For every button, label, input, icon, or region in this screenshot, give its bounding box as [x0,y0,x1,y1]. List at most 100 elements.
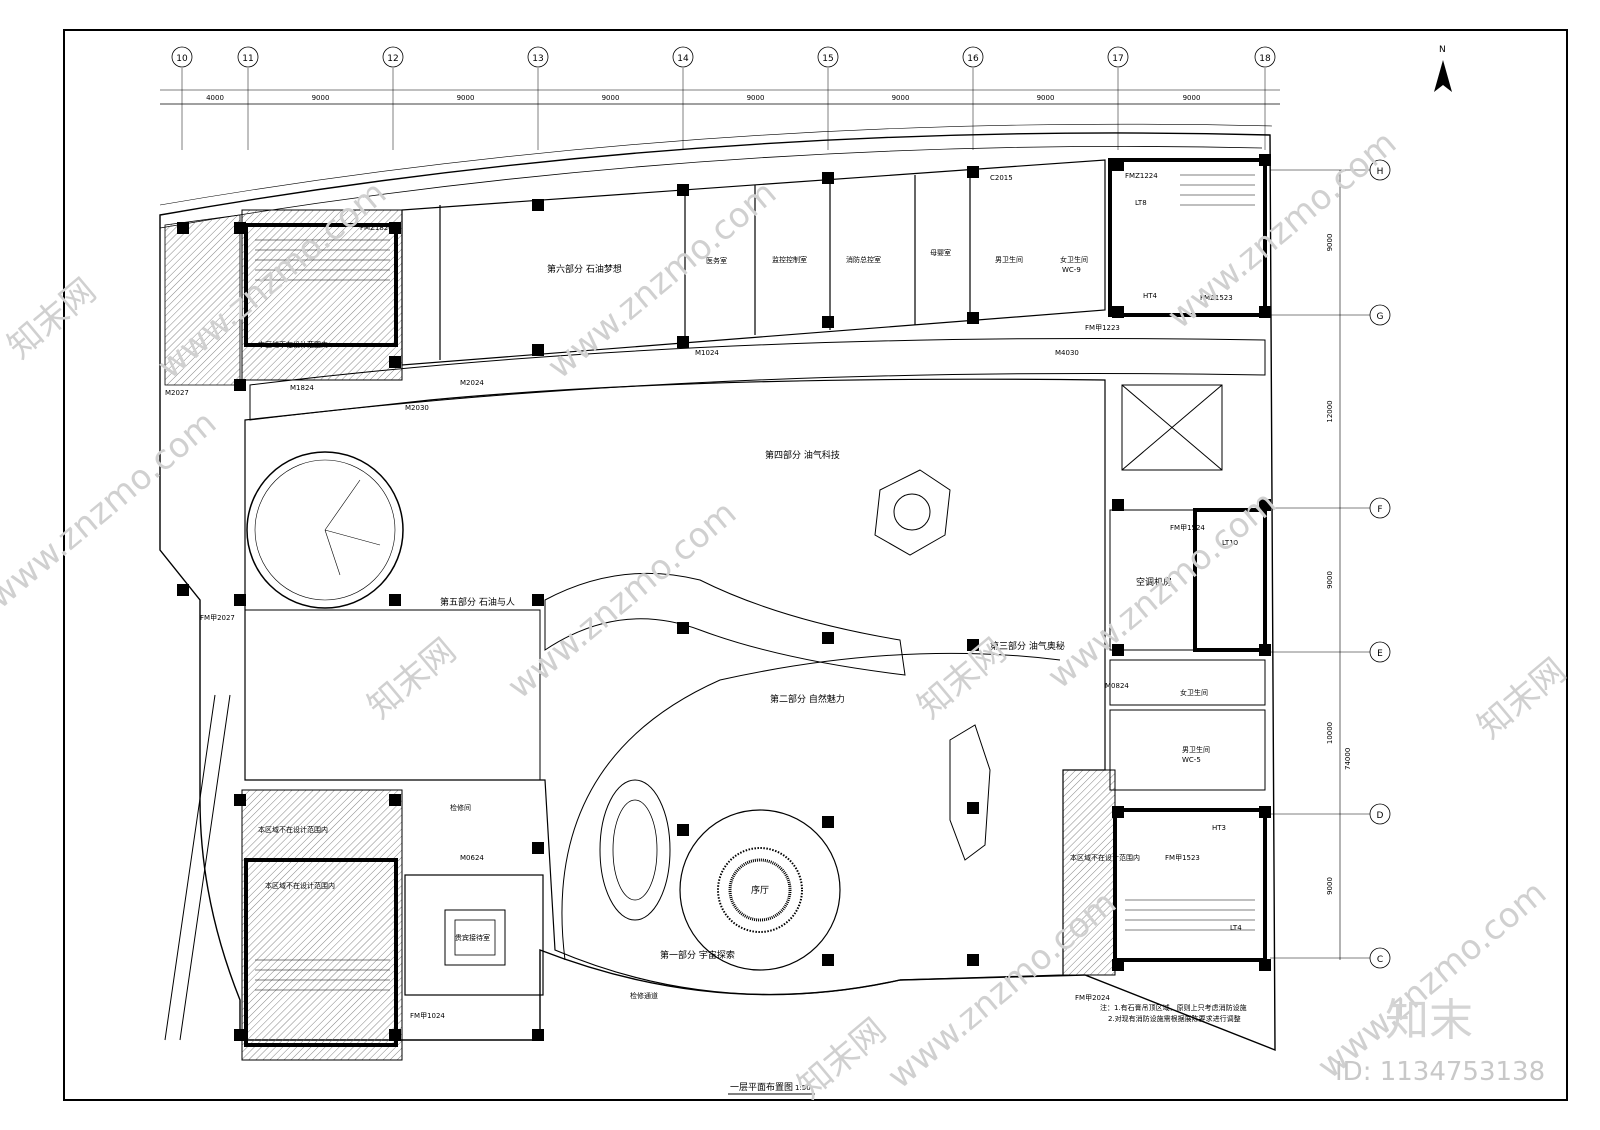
room-lt8: LT8 [1135,199,1147,207]
grid-row-bubble: F [1377,505,1382,515]
structural-column [1112,806,1124,818]
watermark-id: ID: 1134753138 [1335,1057,1545,1087]
drawing-frame [63,29,1568,1101]
grid-row-dimension: 9000 [1326,234,1334,252]
structural-column [234,379,246,391]
title-text: 一层平面布置图 [730,1081,793,1093]
grid-column-bubble: 11 [242,54,253,64]
svg-text:FM甲1523: FM甲1523 [1165,854,1200,862]
label-section-4: 第四部分 油气科技 [765,449,840,461]
grid-column-bubble: 12 [387,54,398,64]
label-section-6: 第六部分 石油梦想 [547,263,622,275]
structural-column [1259,959,1271,971]
structural-column [822,816,834,828]
grid-column-bubble: 18 [1259,54,1271,64]
room-ht4: HT4 [1143,292,1158,300]
grid-column-dimension: 9000 [602,94,620,102]
svg-text:知末网: 知末网 [360,631,464,727]
structural-column [822,954,834,966]
structural-column [967,639,979,651]
hexagon-exhibit [874,469,951,556]
svg-text:FM甲1024: FM甲1024 [410,1012,445,1020]
room-labels: 医务室 监控控制室 消防总控室 母婴室 男卫生间 女卫生间 WC-9 空调机房 … [450,199,1242,1000]
structural-column [677,336,689,348]
grid-column-dimension: 9000 [1037,94,1055,102]
grid-row-dimension: 12000 [1326,400,1334,422]
crystal-exhibit [949,724,991,861]
label-section-2: 第二部分 自然魅力 [770,693,845,705]
grid-row-dimension: 9000 [1326,877,1334,895]
excluded-zones [164,209,1116,1061]
structural-column [967,166,979,178]
grid-column-dimension: 4000 [206,94,224,102]
main-hall [244,378,1106,996]
east-service [1109,384,1266,791]
grid-column-dimension: 9000 [747,94,765,102]
structural-column [1112,644,1124,656]
svg-text:FM甲2024: FM甲2024 [1075,994,1110,1002]
structural-columns [177,154,1271,1041]
room-vip: 贵宾接待室 [455,933,490,942]
grid-row-bubble: C [1377,955,1383,965]
structural-column [1259,306,1271,318]
structural-column [532,594,544,606]
structural-column [532,842,544,854]
label-section-3: 第三部分 油气奥秘 [990,640,1065,652]
structural-column [967,954,979,966]
zone-s5 [244,609,541,781]
oval-exhibit [599,779,671,921]
svg-text:知末网: 知末网 [790,1011,894,1107]
watermark-logo: 知末 [1385,995,1473,1046]
svg-text:www.znzmo.com: www.znzmo.com [540,173,784,387]
structural-column [822,172,834,184]
structural-column [822,316,834,328]
structural-column [389,594,401,606]
room-corridor: 检修通道 [630,991,658,1000]
svg-text:FM甲1524: FM甲1524 [1170,524,1205,532]
north-label: N [1439,45,1446,55]
structural-column [822,632,834,644]
note-2: 2.对现有消防设施需根据展陈要求进行调整 [1108,1014,1241,1023]
structural-column [234,1029,246,1041]
grid-column-dimension: 9000 [892,94,910,102]
structural-column [177,584,189,596]
structural-column [234,794,246,806]
total-dimension: 74000 [1344,748,1352,770]
structural-column [1112,959,1124,971]
grid-column-dimension: 9000 [457,94,475,102]
lobby-rotunda [679,809,841,971]
room-wc5: WC-5 [1182,756,1201,764]
svg-text:M2027: M2027 [165,389,189,397]
curved-gallery-wall [561,652,1061,961]
structural-column [1259,154,1271,166]
grid-column-bubble: 10 [176,54,188,64]
excluded-label-e: 本区域不在设计范围内 [1070,853,1140,862]
label-section-5: 第五部分 石油与人 [440,596,515,608]
svg-text:www.znzmo.com: www.znzmo.com [880,883,1124,1097]
grid-column-bubble: 14 [677,54,689,64]
structural-column [1259,644,1271,656]
section-labels: 第六部分 石油梦想 第四部分 油气科技 第五部分 石油与人 第三部分 油气奥秘 … [440,263,1065,961]
stair-treads [255,174,1255,991]
structural-column [1112,499,1124,511]
structural-column [677,824,689,836]
north-corridor [249,337,1266,421]
structural-column [967,802,979,814]
room-male-wc-right: 男卫生间 [1182,745,1210,754]
structural-column [389,1029,401,1041]
room-ht3: HT3 [1212,824,1226,832]
grid-column-bubble: 17 [1112,54,1123,64]
svg-text:C2015: C2015 [990,174,1013,182]
drawing-notes: 注：1.有石膏吊顶区域，原则上只考虑消防设施 2.对现有消防设施需根据展陈要求进… [1100,1003,1247,1023]
svg-text:M4030: M4030 [1055,349,1079,357]
room-wc9: WC-9 [1062,266,1081,274]
grid-row-dimension: 10000 [1326,722,1334,744]
svg-text:www.znzmo.com: www.znzmo.com [1160,123,1404,337]
svg-text:知末网: 知末网 [0,271,104,367]
title-scale: 1:50 [795,1084,811,1092]
structural-column [532,344,544,356]
excluded-label-nw: 本区域不在设计范围内 [258,340,328,349]
